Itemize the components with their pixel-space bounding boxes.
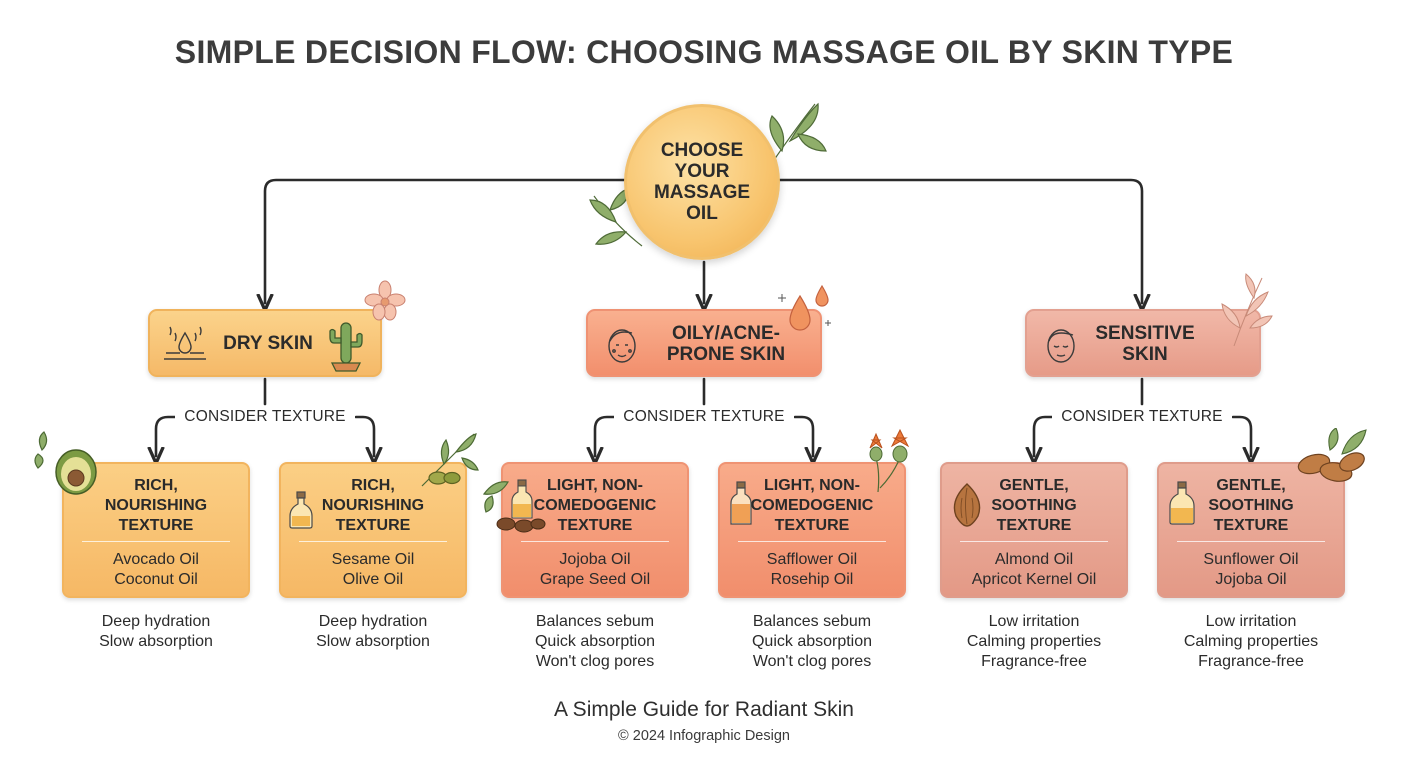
skin-type-dry: DRY SKIN (148, 309, 382, 377)
connector-root-sensitive (776, 178, 1142, 303)
page-title: SIMPLE DECISION FLOW: CHOOSING MASSAGE O… (174, 34, 1234, 70)
benefit-item: Quick absorption (751, 633, 873, 650)
oil-droplets-icon (778, 284, 831, 331)
oil-name: Jojoba Oil (559, 551, 631, 568)
root-label: CHOOSE YOUR MASSAGE OIL (653, 140, 751, 224)
benefit-item: Calming properties (1183, 633, 1319, 650)
oil-card-safflower-rosehip: LIGHT, NON- COMEDOGENIC TEXTURE Safflowe… (718, 462, 906, 598)
oil-list: Avocado Oil Coconut Oil (64, 550, 248, 590)
footer-copyright: © 2024 Infographic Design (618, 728, 790, 744)
card-title: LIGHT, NON- COMEDOGENIC TEXTURE (750, 477, 874, 534)
benefits-list: Balances sebum Quick absorption Won't cl… (718, 612, 906, 672)
benefit-item: Quick absorption (534, 633, 656, 650)
card-divider (521, 541, 669, 542)
benefit-item: Low irritation (1205, 613, 1297, 630)
leaf-sprig-icon (769, 102, 827, 167)
jojoba-bottle-icon (482, 479, 546, 533)
connector-sensitive-right (1231, 415, 1251, 456)
benefit-item: Fragrance-free (1198, 653, 1304, 670)
oil-card-sunflower-jojoba: GENTLE, SOOTHING TEXTURE Sunflower Oil J… (1157, 462, 1345, 598)
card-divider (738, 541, 886, 542)
oil-name: Avocado Oil (113, 551, 199, 568)
oil-name: Coconut Oil (114, 571, 198, 588)
leaf-branch-icon (1221, 273, 1273, 347)
oil-card-sesame-olive: RICH, NOURISHING TEXTURE Sesame Oil Oliv… (279, 462, 467, 598)
benefits-list: Low irritation Calming properties Fragra… (940, 612, 1128, 672)
benefit-item: Balances sebum (752, 613, 872, 630)
oil-list: Sesame Oil Olive Oil (281, 550, 465, 590)
avocado-icon (34, 431, 97, 495)
almonds-icon (1297, 428, 1367, 482)
connector-sensitive-left (1034, 415, 1054, 456)
benefits-list: Low irritation Calming properties Fragra… (1157, 612, 1345, 672)
card-title: LIGHT, NON- COMEDOGENIC TEXTURE (533, 477, 657, 534)
footer-tagline: A Simple Guide for Radiant Skin (554, 698, 854, 721)
consider-texture-label: CONSIDER TEXTURE (175, 408, 355, 426)
oil-card-jojoba-grapeseed: LIGHT, NON- COMEDOGENIC TEXTURE Jojoba O… (501, 462, 689, 598)
oil-list: Jojoba Oil Grape Seed Oil (503, 550, 687, 590)
cactus-icon (329, 322, 363, 372)
connector-dry-left (156, 415, 177, 456)
benefits-list: Deep hydration Slow absorption (279, 612, 467, 652)
benefit-item: Won't clog pores (535, 653, 655, 670)
oil-name: Safflower Oil (766, 551, 858, 568)
benefits-list: Balances sebum Quick absorption Won't cl… (501, 612, 689, 672)
oil-bottle-icon (730, 481, 752, 525)
safflower-icon (869, 428, 910, 493)
benefit-item: Deep hydration (101, 613, 211, 630)
connector-dry-right (354, 415, 374, 456)
card-divider (82, 541, 230, 542)
card-divider (960, 541, 1108, 542)
root-node: CHOOSE YOUR MASSAGE OIL (624, 104, 780, 260)
calm-face-icon (1047, 329, 1075, 363)
benefit-item: Slow absorption (99, 633, 213, 650)
benefit-item: Slow absorption (316, 633, 430, 650)
benefit-item: Calming properties (966, 633, 1102, 650)
oil-name: Sesame Oil (331, 551, 415, 568)
flower-icon (364, 280, 406, 321)
consider-texture-label: CONSIDER TEXTURE (1052, 408, 1232, 426)
almond-icon (953, 483, 981, 527)
skin-type-label: SENSITIVE SKIN (1095, 323, 1195, 365)
benefit-item: Won't clog pores (752, 653, 872, 670)
benefits-list: Deep hydration Slow absorption (62, 612, 250, 652)
skin-type-oily: OILY/ACNE- PRONE SKIN (586, 309, 822, 377)
card-title: RICH, NOURISHING TEXTURE (104, 477, 208, 534)
oil-list: Sunflower Oil Jojoba Oil (1159, 550, 1343, 590)
oil-name: Grape Seed Oil (539, 571, 651, 588)
oil-list: Safflower Oil Rosehip Oil (720, 550, 904, 590)
card-divider (299, 541, 447, 542)
oil-list: Almond Oil Apricot Kernel Oil (942, 550, 1126, 590)
oil-bottle-icon (289, 491, 313, 529)
oil-card-almond-apricot: GENTLE, SOOTHING TEXTURE Almond Oil Apri… (940, 462, 1128, 598)
connector-oily-left (595, 415, 616, 456)
oil-name: Almond Oil (994, 551, 1074, 568)
oil-bottle-icon (1169, 481, 1195, 525)
oil-name: Apricot Kernel Oil (971, 571, 1097, 588)
benefit-item: Fragrance-free (981, 653, 1087, 670)
olive-branch-icon (421, 433, 479, 487)
oil-name: Rosehip Oil (770, 571, 854, 588)
benefit-item: Balances sebum (535, 613, 655, 630)
card-title: GENTLE, SOOTHING TEXTURE (1208, 477, 1294, 534)
skin-type-sensitive: SENSITIVE SKIN (1025, 309, 1261, 377)
benefit-item: Low irritation (988, 613, 1080, 630)
benefit-item: Deep hydration (318, 613, 428, 630)
oil-name: Sunflower Oil (1203, 551, 1299, 568)
skin-type-label: DRY SKIN (223, 333, 313, 354)
card-divider (1177, 541, 1325, 542)
skin-type-label: OILY/ACNE- PRONE SKIN (666, 323, 786, 365)
oil-card-avocado-coconut: RICH, NOURISHING TEXTURE Avocado Oil Coc… (62, 462, 250, 598)
face-icon (608, 329, 636, 363)
connector-root-dry (265, 178, 628, 303)
connector-oily-right (793, 415, 813, 456)
dry-skin-droplet-icon (164, 326, 206, 360)
oil-name: Jojoba Oil (1215, 571, 1287, 588)
card-title: GENTLE, SOOTHING TEXTURE (991, 477, 1077, 534)
card-title: RICH, NOURISHING TEXTURE (321, 477, 425, 534)
consider-texture-label: CONSIDER TEXTURE (614, 408, 794, 426)
oil-name: Olive Oil (342, 571, 404, 588)
